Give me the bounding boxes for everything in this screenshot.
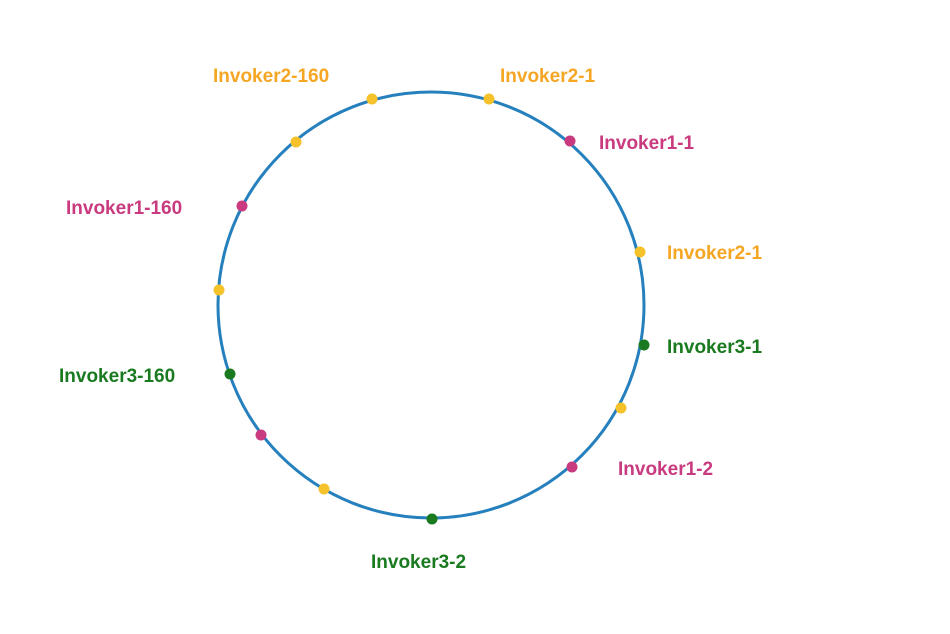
node-dot-invoker2-1-right xyxy=(634,246,646,258)
label-invoker3-160: Invoker3-160 xyxy=(59,366,175,387)
label-invoker1-160: Invoker1-160 xyxy=(66,198,182,219)
node-dot-invoker2-1-top xyxy=(483,93,495,105)
node-dot-invoker3-2 xyxy=(426,513,438,525)
node-dot-unlabeled-pink-bottom xyxy=(255,429,267,441)
label-invoker2-1-top: Invoker2-1 xyxy=(500,66,595,87)
node-dot-unlabeled-yellow-bottom xyxy=(318,483,330,495)
label-invoker3-2: Invoker3-2 xyxy=(371,552,466,573)
hash-ring xyxy=(216,90,646,520)
node-dot-unlabeled-yellow-right xyxy=(615,402,627,414)
node-dot-invoker1-1 xyxy=(564,135,576,147)
node-dot-unlabeled-yellow-left xyxy=(213,284,225,296)
node-dot-invoker3-160 xyxy=(224,368,236,380)
label-invoker1-2: Invoker1-2 xyxy=(618,459,713,480)
label-invoker3-1: Invoker3-1 xyxy=(667,337,762,358)
label-invoker2-1-right: Invoker2-1 xyxy=(667,243,762,264)
node-dot-invoker1-160 xyxy=(236,200,248,212)
label-invoker1-1: Invoker1-1 xyxy=(599,133,694,154)
label-invoker2-160: Invoker2-160 xyxy=(213,66,329,87)
node-dot-invoker3-1 xyxy=(638,339,650,351)
node-dot-invoker1-2 xyxy=(566,461,578,473)
node-dot-unlabeled-yellow-top-left xyxy=(290,136,302,148)
node-dot-invoker2-160 xyxy=(366,93,378,105)
